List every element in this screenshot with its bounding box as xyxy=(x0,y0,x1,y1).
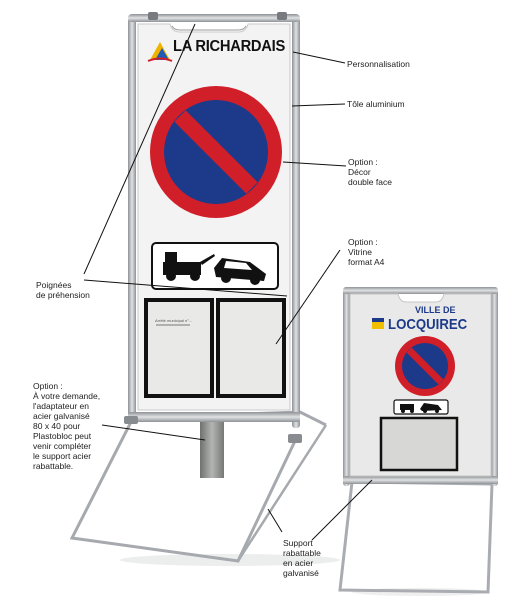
main-sign-title: LA RICHARDAIS xyxy=(173,38,285,55)
vitrine-right xyxy=(216,298,286,398)
tow-truck-icon xyxy=(163,252,215,281)
label-adaptateur: Option : À votre demande, l'adaptateur e… xyxy=(33,381,101,471)
main-frame-right-post xyxy=(292,18,300,428)
label-poignees: Poignées de préhension xyxy=(36,280,90,300)
label-tole: Tôle aluminium xyxy=(347,99,405,109)
small-tow-truck-icon xyxy=(400,403,442,413)
base-adapter-block xyxy=(200,418,224,478)
label-vitrine: Option : Vitrine format A4 xyxy=(348,237,385,267)
no-parking-sign xyxy=(150,86,282,218)
car-icon xyxy=(214,258,266,285)
leader-lines xyxy=(83,23,373,541)
a4-sheet-text: Arrêté municipal n°... xyxy=(155,318,193,323)
small-sign xyxy=(338,287,498,596)
small-vitrine xyxy=(379,416,459,472)
logo-icon xyxy=(147,42,173,62)
label-decor: Option : Décor double face xyxy=(348,157,392,187)
label-support: Support rabattable en acier galvanisé xyxy=(283,538,321,578)
main-sign xyxy=(69,12,340,566)
small-sign-line1: VILLE DE xyxy=(415,305,456,315)
city-crest-icon xyxy=(372,318,384,329)
main-frame-left-post xyxy=(128,18,136,420)
vitrine-left xyxy=(144,298,214,398)
small-no-parking-sign xyxy=(395,336,455,396)
small-folding-support xyxy=(338,480,494,594)
label-personnalisation: Personnalisation xyxy=(347,59,410,69)
small-sign-title: LOCQUIREC xyxy=(388,316,468,333)
tow-away-panel xyxy=(151,242,279,290)
